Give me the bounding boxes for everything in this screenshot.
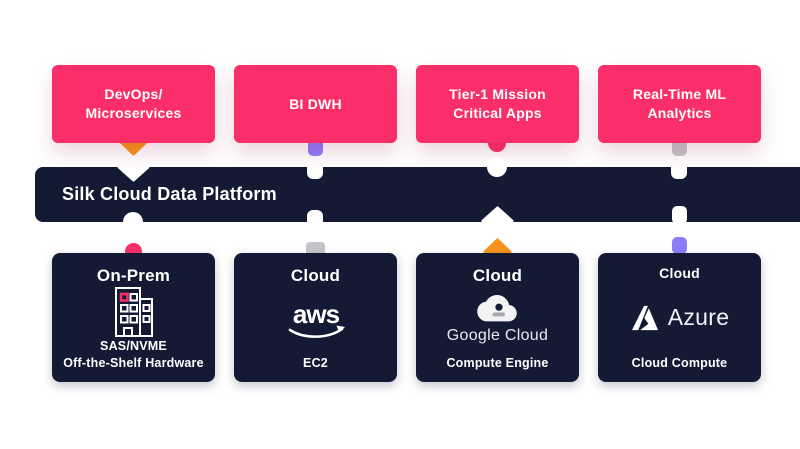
app-box-devops: DevOps/ Microservices (52, 65, 215, 143)
notch-rect-icon (671, 167, 687, 179)
caption-line2: Off-the-Shelf Hardware (63, 355, 204, 370)
infra-box-azure: Cloud Azure Cloud Compute (598, 253, 761, 382)
semicircle-connector-icon (488, 143, 506, 152)
aws-logo: aws (288, 299, 345, 339)
infra-box-aws: Cloud aws EC2 (234, 253, 397, 382)
building-icon (114, 287, 153, 337)
app-label-line1: DevOps/ (104, 86, 163, 103)
app-label-line2: Critical Apps (453, 105, 542, 121)
env-title: Cloud (472, 266, 523, 285)
notch-circle-icon (487, 157, 507, 177)
app-box-tier1: Tier-1 Mission Critical Apps (416, 65, 579, 143)
infra-box-on-prem: On-Prem SAS/NVME Off (52, 253, 215, 382)
app-label-line2: Analytics (647, 105, 712, 121)
env-title: On-Prem (96, 266, 171, 285)
env-title: Cloud (659, 265, 700, 281)
rounded-rect-connector-icon (672, 237, 687, 254)
infra-caption: Compute Engine (446, 355, 548, 372)
notch-rect-icon (307, 210, 323, 222)
notch-rect-icon (307, 167, 323, 179)
app-label-line1: Tier-1 Mission (449, 86, 546, 103)
google-cloud-logo-text: Google Cloud (446, 327, 549, 345)
notch-wedge-down-icon (117, 167, 150, 182)
infra-caption: Cloud Compute (632, 355, 728, 372)
triangle-up-connector-icon (483, 238, 512, 254)
caption-line1: SAS/NVME (100, 339, 167, 353)
logo-zone (112, 286, 156, 338)
env-title: Cloud (290, 266, 341, 285)
caption-line1: Cloud Compute (631, 355, 728, 370)
azure-icon (631, 305, 658, 330)
notch-wedge-up-icon (481, 206, 514, 223)
rounded-rect-connector-icon (306, 242, 325, 256)
caption-line1: Compute Engine (446, 355, 549, 370)
infra-caption: SAS/NVME Off-the-Shelf Hardware (63, 338, 204, 371)
logo-zone: Google Cloud (447, 286, 548, 355)
logo-zone: Azure (630, 281, 730, 355)
azure-logo-row: Azure (630, 304, 730, 332)
infra-box-google-cloud: Cloud Google Cloud Compute Engine (416, 253, 579, 382)
notch-circle-icon (123, 212, 143, 232)
aws-logo-text: aws (292, 299, 339, 329)
rounded-rect-connector-icon (308, 139, 323, 156)
app-box-bi-dwh: BI DWH (234, 65, 397, 143)
logo-zone: aws (280, 286, 352, 355)
notch-rect-icon (672, 206, 687, 224)
app-label-line2: Microservices (85, 105, 182, 121)
azure-logo-text: Azure (667, 304, 730, 331)
app-label-line1: Real-Time ML (632, 86, 727, 103)
caption-line1: EC2 (303, 355, 328, 370)
platform-title: Silk Cloud Data Platform (62, 184, 277, 204)
google-cloud-icon (477, 295, 518, 322)
app-label-line1: BI DWH (289, 95, 342, 112)
app-box-ml-analytics: Real-Time ML Analytics (598, 65, 761, 143)
rounded-rect-connector-icon (672, 139, 687, 156)
infra-caption: EC2 (303, 355, 328, 372)
